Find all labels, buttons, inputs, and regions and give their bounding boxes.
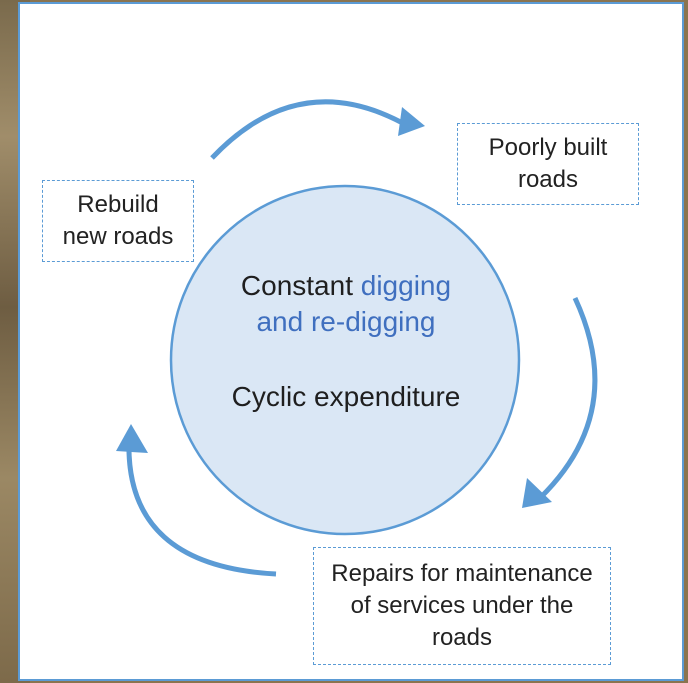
- center-circle-text: Constant digging and re-digging Cyclic e…: [190, 268, 502, 415]
- repairs-line2: of services under the: [350, 592, 574, 620]
- center-highlight-a: digging: [360, 270, 452, 301]
- cycle-arrow-top: [210, 99, 410, 160]
- rebuild-new-roads-box: Rebuild new roads: [42, 180, 194, 262]
- cycle-arrowhead-left: [116, 424, 148, 453]
- center-subtitle: Cyclic expenditure: [231, 380, 461, 412]
- repairs-line3: roads: [431, 623, 493, 651]
- poorly-built-line2: roads: [517, 166, 579, 193]
- cycle-arrowhead-right: [522, 478, 552, 508]
- cycle-arrowhead-top: [398, 107, 425, 136]
- poorly-built-roads-box: Poorly built roads: [457, 123, 639, 205]
- center-prefix: Constant: [240, 270, 353, 301]
- center-heading-line1: Constant digging: [190, 268, 502, 304]
- center-highlight-b: and re-digging: [256, 306, 436, 338]
- cycle-arrow-left: [126, 441, 277, 577]
- center-circle: [169, 184, 521, 536]
- cycle-arrow-right: [538, 296, 598, 500]
- repairs-line1: Repairs for maintenance: [331, 560, 593, 588]
- rebuild-line1: Rebuild: [77, 191, 159, 219]
- repairs-maintenance-box: Repairs for maintenance of services unde…: [313, 547, 611, 665]
- rebuild-line2: new roads: [62, 223, 174, 250]
- poorly-built-line1: Poorly built: [488, 134, 608, 162]
